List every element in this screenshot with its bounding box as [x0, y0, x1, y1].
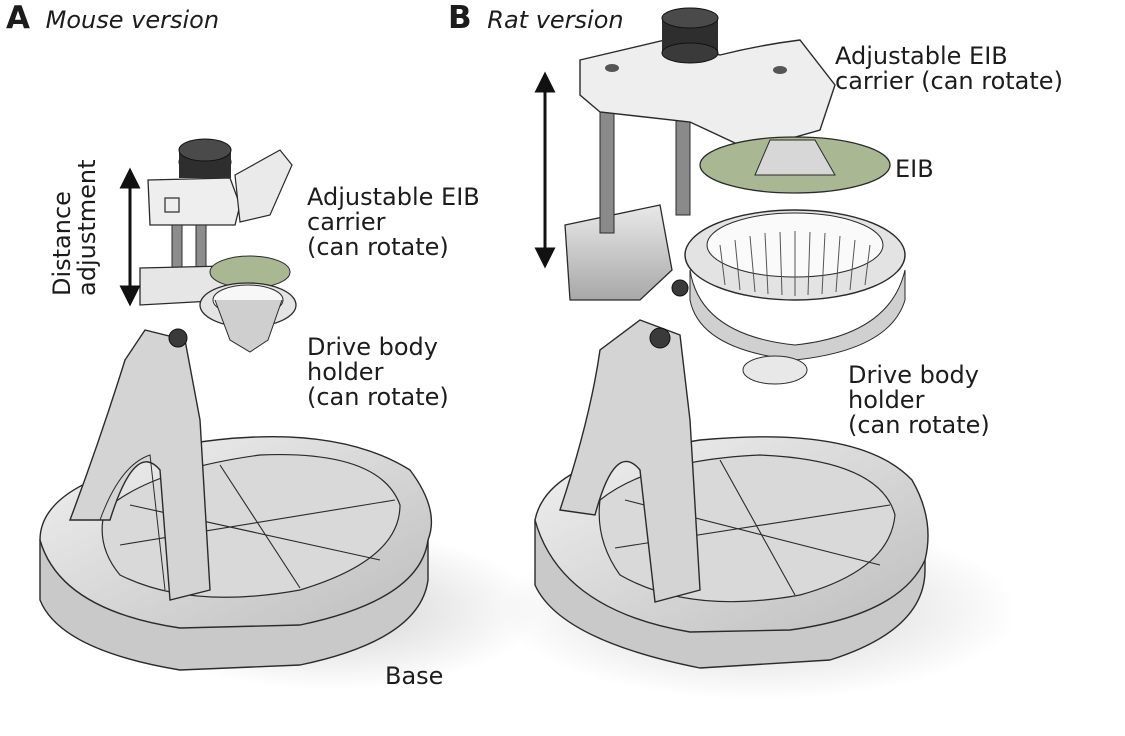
rat-drive-line1: Drive body [848, 361, 979, 389]
rat-drive-holder-label: Drive body holder (can rotate) [848, 363, 990, 438]
panel-b-letter: B [448, 0, 472, 36]
distance-adjustment-label: Distance adjustment [48, 159, 101, 297]
mouse-eib-carrier-line1: Adjustable EIB [307, 183, 480, 211]
panel-b-subtitle: Rat version [487, 6, 624, 34]
rat-eib-label: EIB [895, 155, 934, 183]
rat-drive-line3: (can rotate) [848, 411, 990, 439]
base-label: Base [385, 662, 444, 690]
panel-a-subtitle: Mouse version [45, 6, 220, 34]
distance-label-line1: Distance [48, 191, 76, 296]
mouse-drive-holder-label: Drive body holder (can rotate) [307, 335, 449, 410]
rat-eib-carrier-label: Adjustable EIB carrier (can rotate) [835, 44, 1063, 94]
mouse-eib-carrier-line3: (can rotate) [307, 233, 449, 261]
mouse-drive-line3: (can rotate) [307, 383, 449, 411]
rat-eib-carrier-line2: carrier (can rotate) [835, 67, 1063, 95]
mouse-device [39, 138, 540, 690]
mouse-drive-line1: Drive body [307, 333, 438, 361]
rat-eib-carrier-line1: Adjustable EIB [835, 42, 1008, 70]
rat-device [500, 7, 1020, 700]
panel-a-heading: A Mouse version [6, 3, 220, 34]
mouse-eib-carrier-label: Adjustable EIB carrier (can rotate) [307, 185, 480, 260]
mouse-drive-line2: holder [307, 358, 384, 386]
rat-drive-line2: holder [848, 386, 925, 414]
panel-b-heading: B Rat version [448, 3, 624, 34]
distance-label-line2: adjustment [73, 159, 101, 297]
mouse-eib-carrier-line2: carrier [307, 208, 386, 236]
panel-a-letter: A [6, 0, 30, 36]
